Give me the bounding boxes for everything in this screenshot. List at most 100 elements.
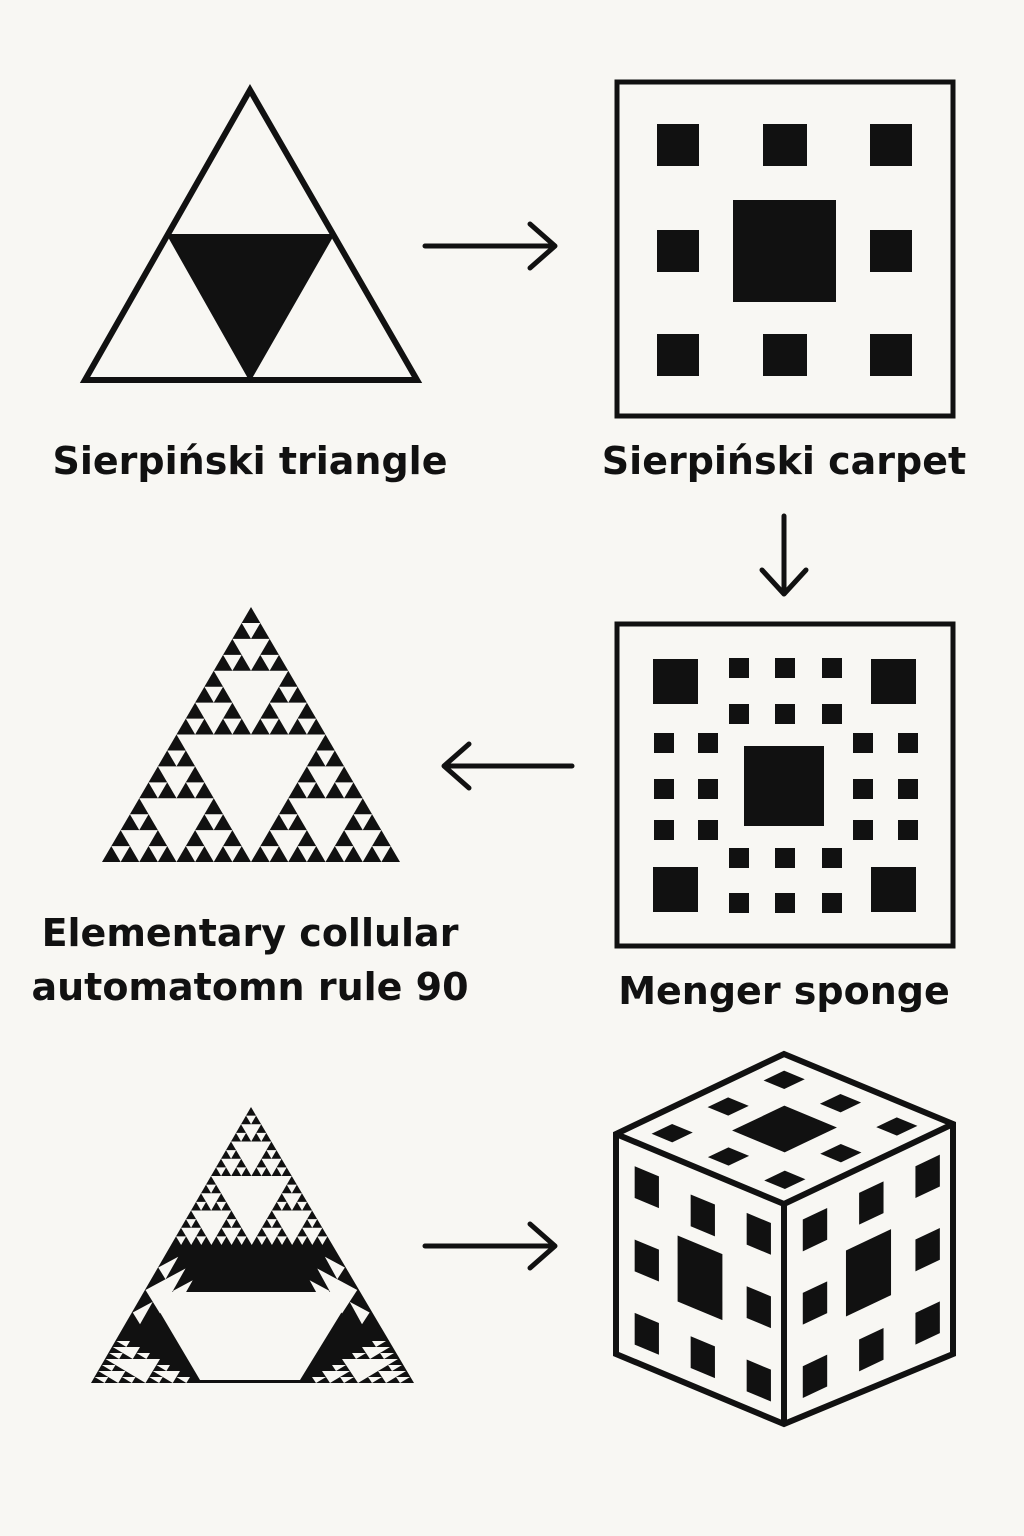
cube-right-center-hole	[845, 1229, 892, 1317]
menger-small-square	[698, 779, 718, 799]
triangle-hole	[340, 1377, 354, 1383]
triangle-hole	[186, 1219, 197, 1228]
triangle-hole	[362, 1347, 390, 1359]
triangle-hole	[260, 718, 279, 735]
menger-small-square	[822, 704, 842, 724]
cube-top-center-hole	[732, 1105, 837, 1153]
menger-small-square	[654, 820, 674, 840]
triangle-hole	[380, 1353, 394, 1359]
triangle-hole	[378, 1371, 406, 1383]
menger-small-square	[775, 704, 795, 724]
triangle-hole	[152, 1371, 180, 1383]
cube-top-hole	[819, 1094, 862, 1113]
triangle-hole	[101, 1365, 116, 1371]
triangle-hole	[116, 1341, 130, 1347]
rule-90-pattern-figure	[91, 1107, 414, 1383]
cube-right-hole	[915, 1228, 940, 1272]
triangle-hole	[185, 718, 205, 735]
menger-small-square	[729, 893, 749, 913]
triangle-hole	[120, 830, 158, 862]
menger-small-square	[775, 658, 795, 678]
menger-small-square	[853, 820, 873, 840]
triangle-hole	[297, 846, 317, 862]
cube-right-hole	[802, 1354, 828, 1398]
cube-left-hole	[746, 1359, 771, 1402]
triangle-hole	[241, 1124, 262, 1142]
cube-right-hole	[859, 1181, 884, 1225]
triangle-hole	[261, 1158, 282, 1176]
triangle-hole	[148, 782, 168, 799]
triangle-hole	[316, 750, 335, 767]
triangle-hole	[129, 814, 149, 831]
triangle-hole	[236, 1236, 247, 1245]
triangle-hole	[231, 1141, 272, 1176]
triangle-hole	[396, 1377, 410, 1383]
triangle-hole	[281, 1193, 302, 1211]
triangle-hole	[241, 622, 261, 639]
elementary-ca-label: Elementary collular automatomn rule 90	[20, 906, 480, 1014]
triangle-hole	[334, 846, 354, 862]
triangle-hole	[148, 846, 168, 862]
menger-small-square	[729, 848, 749, 868]
triangle-hole	[246, 1115, 257, 1125]
triangle-hole	[278, 814, 298, 831]
triangle-hole	[332, 1365, 346, 1371]
triangle-hole	[181, 1227, 202, 1245]
cube-right-hole	[915, 1154, 940, 1198]
triangle-hole	[288, 798, 363, 862]
carpet-square	[657, 334, 699, 376]
cube-right-hole	[802, 1208, 828, 1252]
cube-top-hole	[820, 1144, 862, 1163]
triangle-hole	[226, 1150, 237, 1159]
triangle-hole	[388, 1365, 402, 1371]
triangle-hole	[334, 782, 354, 799]
triangle-hole	[223, 718, 242, 735]
triangle-hole	[236, 1132, 247, 1142]
menger-small-square	[853, 733, 873, 753]
cube-left-hole	[634, 1312, 659, 1355]
triangle-hole	[368, 1377, 382, 1383]
cube-top-hole	[764, 1170, 806, 1189]
triangle-hole	[349, 1301, 370, 1325]
menger-small-square	[654, 779, 674, 799]
menger-corner-square	[653, 659, 698, 704]
triangle-hole	[201, 1193, 222, 1211]
trapezoid-gap	[148, 1292, 354, 1380]
triangle-hole	[236, 1167, 247, 1176]
triangle-hole	[260, 846, 279, 862]
cube-left-hole	[746, 1212, 771, 1255]
menger-small-square	[775, 848, 795, 868]
menger-cube-figure	[613, 1050, 956, 1428]
triangle-hole	[271, 1210, 313, 1245]
menger-small-square	[729, 704, 749, 724]
elementary-ca-label-line2: automatomn rule 90	[31, 965, 469, 1009]
arrow-right-icon	[422, 221, 558, 271]
triangle-hole	[156, 1365, 170, 1371]
cube-top-hole	[763, 1070, 805, 1089]
triangle-hole	[185, 782, 205, 799]
carpet-square	[870, 124, 912, 166]
menger-small-square	[822, 893, 842, 913]
menger-small-square	[898, 820, 918, 840]
triangle-hole	[353, 814, 373, 831]
menger-small-square	[775, 893, 795, 913]
triangle-hole	[256, 1167, 267, 1176]
triangle-hole	[172, 1280, 193, 1303]
triangle-hole	[372, 1341, 386, 1347]
carpet-square	[763, 334, 807, 376]
triangle-hole	[269, 702, 307, 735]
triangle-hole	[176, 1377, 190, 1383]
triangle-hole	[132, 1301, 153, 1325]
triangle-hole	[372, 846, 391, 862]
triangle-hole	[136, 1353, 150, 1359]
triangle-hole	[297, 718, 317, 735]
triangle-hole	[342, 1359, 398, 1383]
carpet-square	[763, 124, 807, 166]
arrow-right-icon	[422, 1221, 558, 1271]
cube-top-hole	[707, 1097, 749, 1116]
triangle-hole	[213, 670, 289, 735]
sierpinski-carpet-label: Sierpiński carpet	[601, 439, 967, 483]
cube-left-hole	[690, 1194, 715, 1237]
triangle-hole	[105, 1359, 160, 1383]
menger-small-square	[822, 848, 842, 868]
